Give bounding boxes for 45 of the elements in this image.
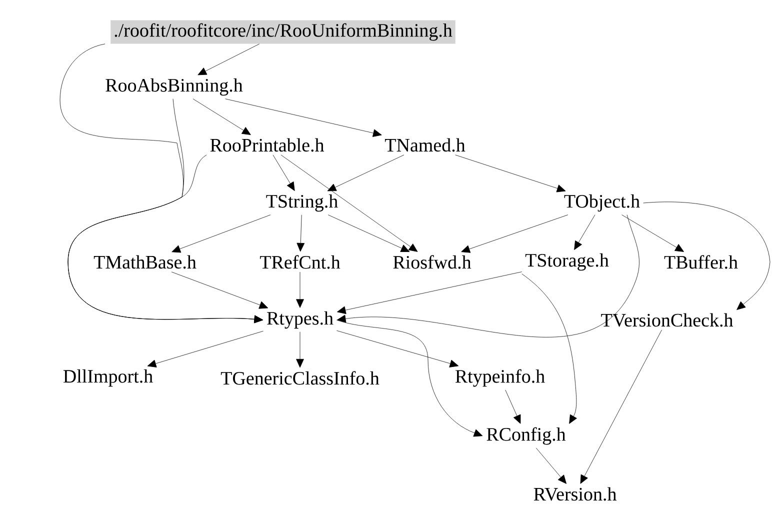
arrow: [198, 44, 260, 76]
arrow: [337, 272, 522, 314]
arrow: [461, 214, 568, 253]
file-label: RConfig.h: [486, 427, 566, 445]
file-label: RooAbsBinning.h: [106, 78, 243, 96]
arrow: [280, 154, 418, 252]
arrow: [455, 154, 566, 192]
arrow: [172, 214, 271, 253]
file-label: TObject.h: [564, 194, 640, 212]
arrow: [336, 330, 459, 368]
arrow: [296, 332, 304, 368]
file-label: TRefCnt.h: [260, 255, 340, 269]
arrow: [327, 154, 404, 192]
arrow: [68, 154, 263, 324]
arrow: [505, 390, 521, 424]
arrow: [336, 320, 483, 437]
arrow: [337, 214, 640, 338]
arrow: [574, 214, 596, 250]
arrow: [296, 272, 304, 308]
file-label: TBuffer.h: [664, 255, 738, 269]
file-label: Riosfwd.h: [393, 255, 472, 269]
file-label: TGenericClassInfo.h: [220, 371, 380, 385]
file-label: DllImport.h: [63, 369, 153, 387]
file-label: Rtypeinfo.h: [455, 369, 545, 387]
arrow: [192, 98, 251, 135]
arrow: [580, 330, 662, 484]
arrow: [328, 214, 410, 252]
arrow: [296, 214, 305, 252]
arrow: [643, 202, 770, 310]
file-box: ./roofit/roofitcore/inc/RooUniformBinning.h: [110, 20, 456, 44]
file-label: RVersion.h: [534, 487, 616, 501]
arrow: [536, 448, 566, 484]
file-label: TString.h: [266, 194, 338, 212]
file-label: RooPrintable.h: [210, 138, 324, 152]
arrow: [147, 330, 264, 368]
file-label: TNamed.h: [385, 138, 466, 152]
arrow: [622, 214, 684, 252]
arrow: [272, 154, 295, 191]
file-label: TVersionCheck.h: [601, 313, 733, 327]
arrow: [225, 98, 382, 137]
file-label: Rtypes.h: [267, 311, 334, 329]
file-label: TMathBase.h: [94, 255, 196, 269]
arrow: [522, 274, 577, 424]
file-label: TStorage.h: [525, 253, 609, 271]
arrow: [171, 272, 268, 309]
